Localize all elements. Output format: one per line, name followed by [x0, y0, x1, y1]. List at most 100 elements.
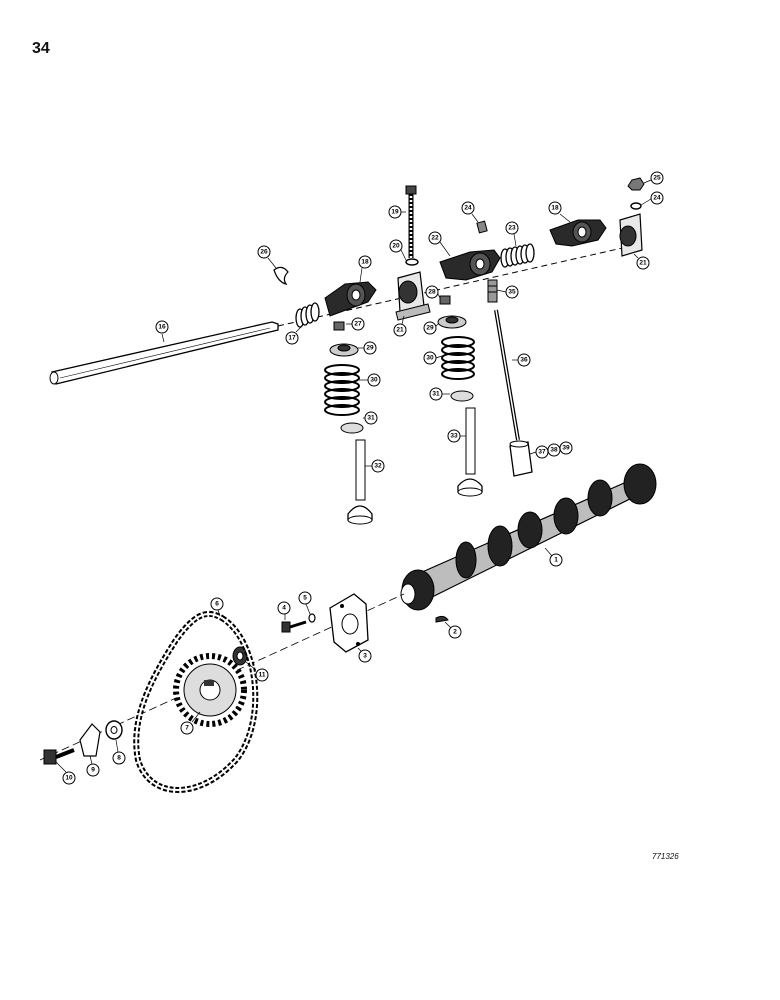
- push-rod: [494, 309, 520, 441]
- svg-text:28: 28: [428, 289, 436, 296]
- svg-text:7: 7: [185, 725, 189, 732]
- svg-text:19: 19: [391, 209, 399, 216]
- callout-22: 22: [428, 231, 451, 257]
- shaft-bracket-right: [619, 213, 643, 257]
- callout-8: 8: [112, 739, 126, 765]
- rocker-shaft: [49, 243, 641, 385]
- callout-26: 26: [257, 245, 277, 269]
- svg-text:31: 31: [432, 391, 440, 398]
- washer: [105, 720, 123, 740]
- svg-text:6: 6: [215, 601, 219, 608]
- callout-11: 11: [245, 661, 269, 682]
- callout-36: 36: [512, 353, 531, 367]
- callout-4: 4: [277, 601, 291, 620]
- callout-6: 6: [210, 597, 224, 617]
- svg-text:35: 35: [508, 289, 516, 296]
- thrust-plate: [329, 593, 369, 653]
- spring-seat-center: [450, 390, 474, 402]
- svg-text:23: 23: [508, 225, 516, 232]
- callout-21a: 21: [393, 315, 407, 337]
- intake-valve: [347, 439, 373, 525]
- callout-19: 19: [388, 205, 406, 219]
- callout-30b: 30: [423, 351, 443, 365]
- svg-text:37: 37: [538, 449, 546, 456]
- svg-text:27: 27: [354, 321, 362, 328]
- callout-35: 35: [496, 285, 519, 299]
- callout-29a: 29: [358, 341, 377, 355]
- svg-text:5: 5: [303, 595, 307, 602]
- callout-20: 20: [389, 239, 407, 261]
- woodruff-key: [435, 615, 449, 623]
- valve-keeper-center: [439, 295, 451, 305]
- callout-37: 37: [529, 445, 549, 459]
- adjuster: [487, 279, 498, 303]
- callout-38: 38: [547, 443, 561, 457]
- svg-text:9: 9: [91, 767, 95, 774]
- svg-text:16: 16: [158, 324, 166, 331]
- bracket-bolt: [405, 185, 417, 258]
- svg-text:17: 17: [288, 335, 296, 342]
- washer-right: [630, 202, 642, 210]
- svg-text:3: 3: [363, 653, 367, 660]
- callout-10: 10: [55, 761, 76, 785]
- callout-28: 28: [425, 285, 441, 299]
- lock-plate: [79, 723, 101, 757]
- svg-text:18: 18: [551, 205, 559, 212]
- svg-text:29: 29: [426, 325, 434, 332]
- valve-keeper-left: [333, 321, 345, 331]
- callout-18a: 18: [358, 255, 372, 283]
- valve-spring-left: [324, 364, 360, 416]
- svg-text:20: 20: [392, 243, 400, 250]
- rocker-arm-left: [324, 281, 377, 317]
- svg-text:21: 21: [639, 260, 647, 267]
- exhaust-valve: [457, 407, 483, 497]
- callout-31a: 31: [363, 411, 378, 425]
- callout-39: 39: [559, 441, 573, 455]
- svg-text:22: 22: [431, 235, 439, 242]
- rocker-arm-center: [439, 249, 501, 281]
- page-number: 34: [32, 40, 50, 57]
- callout-27: 27: [346, 317, 365, 331]
- svg-text:33: 33: [450, 433, 458, 440]
- spring-seat-left: [340, 422, 364, 434]
- callout-24b: 24: [640, 191, 664, 206]
- callout-9: 9: [86, 755, 100, 777]
- svg-text:32: 32: [374, 463, 382, 470]
- svg-text:30: 30: [370, 377, 378, 384]
- svg-text:38: 38: [550, 447, 558, 454]
- lifter: [509, 440, 533, 477]
- callout-17: 17: [285, 325, 303, 345]
- svg-text:30: 30: [426, 355, 434, 362]
- svg-text:8: 8: [117, 755, 121, 762]
- camshaft-sprocket: [173, 653, 247, 727]
- svg-text:24: 24: [653, 195, 661, 202]
- svg-text:2: 2: [453, 629, 457, 636]
- callout-23: 23: [505, 221, 519, 247]
- spring-retainer-left: [329, 343, 359, 357]
- svg-text:31: 31: [367, 415, 375, 422]
- figure-code: 771326: [652, 852, 679, 861]
- svg-text:29: 29: [366, 345, 374, 352]
- rocker-arm-right: [549, 219, 607, 247]
- svg-text:1: 1: [554, 557, 558, 564]
- svg-text:4: 4: [282, 605, 286, 612]
- svg-text:18: 18: [361, 259, 369, 266]
- spacer: [232, 646, 248, 666]
- spring-left: [295, 302, 320, 328]
- nut: [627, 177, 645, 191]
- callout-3: 3: [357, 647, 372, 663]
- lock-washer: [308, 613, 316, 623]
- valve-spring-center: [441, 336, 475, 380]
- callout-32: 32: [365, 459, 385, 473]
- callout-24a: 24: [461, 201, 479, 223]
- svg-text:36: 36: [520, 357, 528, 364]
- callout-2: 2: [444, 621, 462, 639]
- camshaft: [400, 463, 657, 611]
- svg-text:21: 21: [396, 327, 404, 334]
- callout-29b: 29: [423, 321, 439, 335]
- svg-text:39: 39: [562, 445, 570, 452]
- shaft-bracket-center: [395, 271, 431, 321]
- callout-21b: 21: [633, 253, 650, 270]
- callout-18b: 18: [548, 201, 571, 223]
